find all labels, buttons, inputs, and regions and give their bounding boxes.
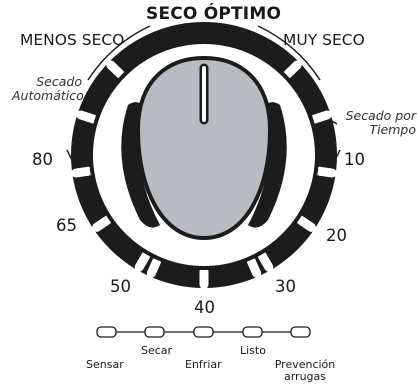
dial-slot [92,215,112,232]
dryness-scale-arc-left [87,25,151,81]
dial-slot [314,166,337,178]
dial-slot [199,267,209,289]
dial-slot [134,251,151,272]
dial-slot [283,60,302,79]
dryness-scale-arc-right [257,25,321,81]
dial-slot [246,256,262,278]
status-light-bar [96,326,311,338]
status-label-listo: Listo [240,344,266,357]
dial-slot [296,215,316,232]
dial-slot [310,110,332,124]
status-light-listo [242,326,263,338]
dial-inner-border [89,40,319,270]
cycle-selector-dial[interactable] [71,22,338,289]
status-label-prevencion: Prevención arrugas [272,359,338,383]
very-dry-label: MUY SECO [283,31,365,49]
auto-dry-line2: Automático [12,88,84,103]
time-mark-10[interactable]: 10 [344,150,365,169]
dial-grip-right [248,102,287,228]
knob-icon[interactable] [135,55,273,241]
status-label-secar: Secar [141,344,173,357]
status-label-prevencion-line2: arrugas [283,370,327,383]
dial-slot [76,110,98,124]
status-label-enfriar: Enfriar [185,358,222,371]
status-label-prevencion-line1: Prevención [274,358,336,371]
timed-dry-line1: Secado por [345,108,416,123]
status-label-sensar: Sensar [86,358,124,371]
dial-slot-group [71,60,337,289]
timed-dry-line2: Tiempo [369,122,416,137]
dial-grip-left [121,102,160,228]
time-mark-20[interactable]: 20 [326,226,347,245]
time-mark-80[interactable]: 80 [32,150,53,169]
status-light-secar [144,326,165,338]
status-light-sensar [96,326,117,338]
auto-dry-label: Secado Automático [12,74,84,103]
timed-dry-label: Secado por Tiempo [340,109,416,137]
auto-dry-line1: Secado [36,74,82,89]
optimal-dry-label: SECO ÓPTIMO [146,4,282,24]
status-light-enfriar [193,326,214,338]
status-light-prevencion [290,326,311,338]
time-mark-50[interactable]: 50 [110,277,131,296]
dial-slot [106,60,125,79]
time-mark-65[interactable]: 65 [56,216,77,235]
time-mark-30[interactable]: 30 [275,277,296,296]
dial-slot [257,251,274,272]
less-dry-label: MENOS SECO [20,31,125,49]
dial-slot [146,256,162,278]
time-mark-40[interactable]: 40 [194,298,215,317]
dial-slot [71,166,94,178]
